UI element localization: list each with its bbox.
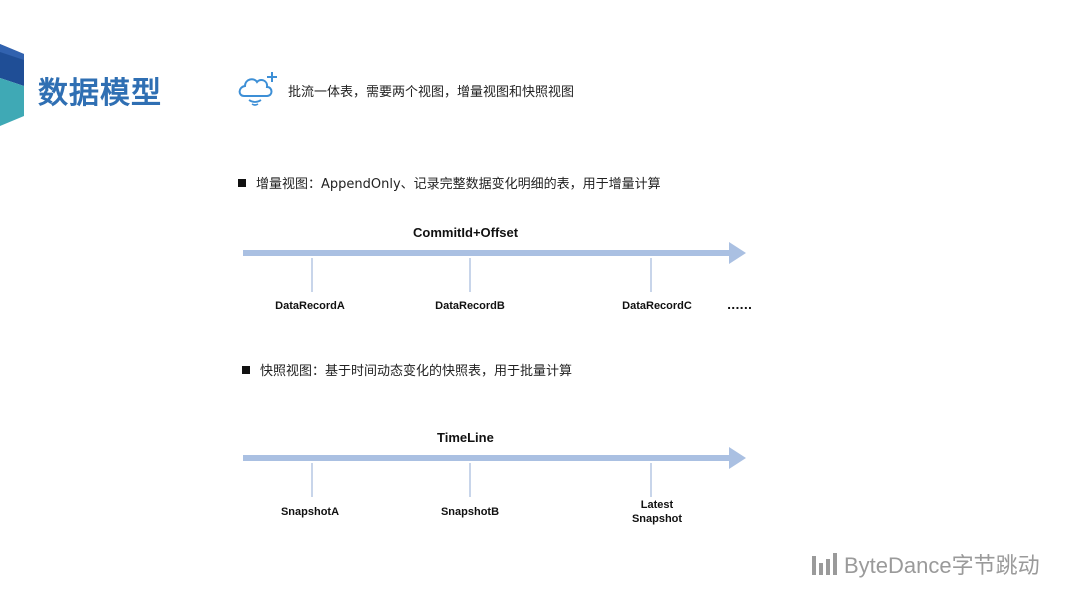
snapshot-view-description: 快照视图：基于时间动态变化的快照表，用于批量计算 [242, 360, 572, 379]
snapshot-timeline-arrow [243, 447, 746, 497]
snapshot-label-a: SnapshotA [280, 506, 340, 518]
incremental-axis-label: CommitId+Offset [413, 225, 519, 240]
snapshot-label-latest: Latest Snapshot [609, 498, 705, 526]
incremental-view-text: 增量视图：AppendOnly、记录完整数据变化明细的表，用于增量计算 [256, 177, 661, 192]
record-label-c: DataRecordC [622, 300, 692, 312]
incremental-view-description: 增量视图：AppendOnly、记录完整数据变化明细的表，用于增量计算 [238, 173, 661, 192]
bullet-square-icon [242, 366, 250, 374]
bullet-square-icon [238, 179, 246, 187]
bytedance-logo: ByteDance字节跳动 [812, 548, 1040, 580]
record-ellipsis: ...... [727, 299, 753, 312]
incremental-timeline-arrow [243, 242, 746, 292]
corner-decoration [0, 44, 24, 126]
bytedance-logo-text: ByteDance字节跳动 [844, 553, 1040, 578]
bytedance-logo-icon [812, 553, 837, 575]
snapshot-axis-label: TimeLine [437, 430, 494, 445]
subtitle: 批流一体表，需要两个视图，增量视图和快照视图 [288, 85, 575, 100]
cloud-plus-icon [238, 72, 277, 106]
latest-line1: Latest [640, 499, 674, 511]
record-label-b: DataRecordB [435, 300, 505, 312]
page-title: 数据模型 [38, 76, 162, 111]
record-label-a: DataRecordA [275, 300, 345, 312]
snapshot-view-text: 快照视图：基于时间动态变化的快照表，用于批量计算 [260, 364, 573, 379]
latest-line2: Snapshot [631, 513, 683, 525]
snapshot-label-b: SnapshotB [440, 506, 500, 518]
